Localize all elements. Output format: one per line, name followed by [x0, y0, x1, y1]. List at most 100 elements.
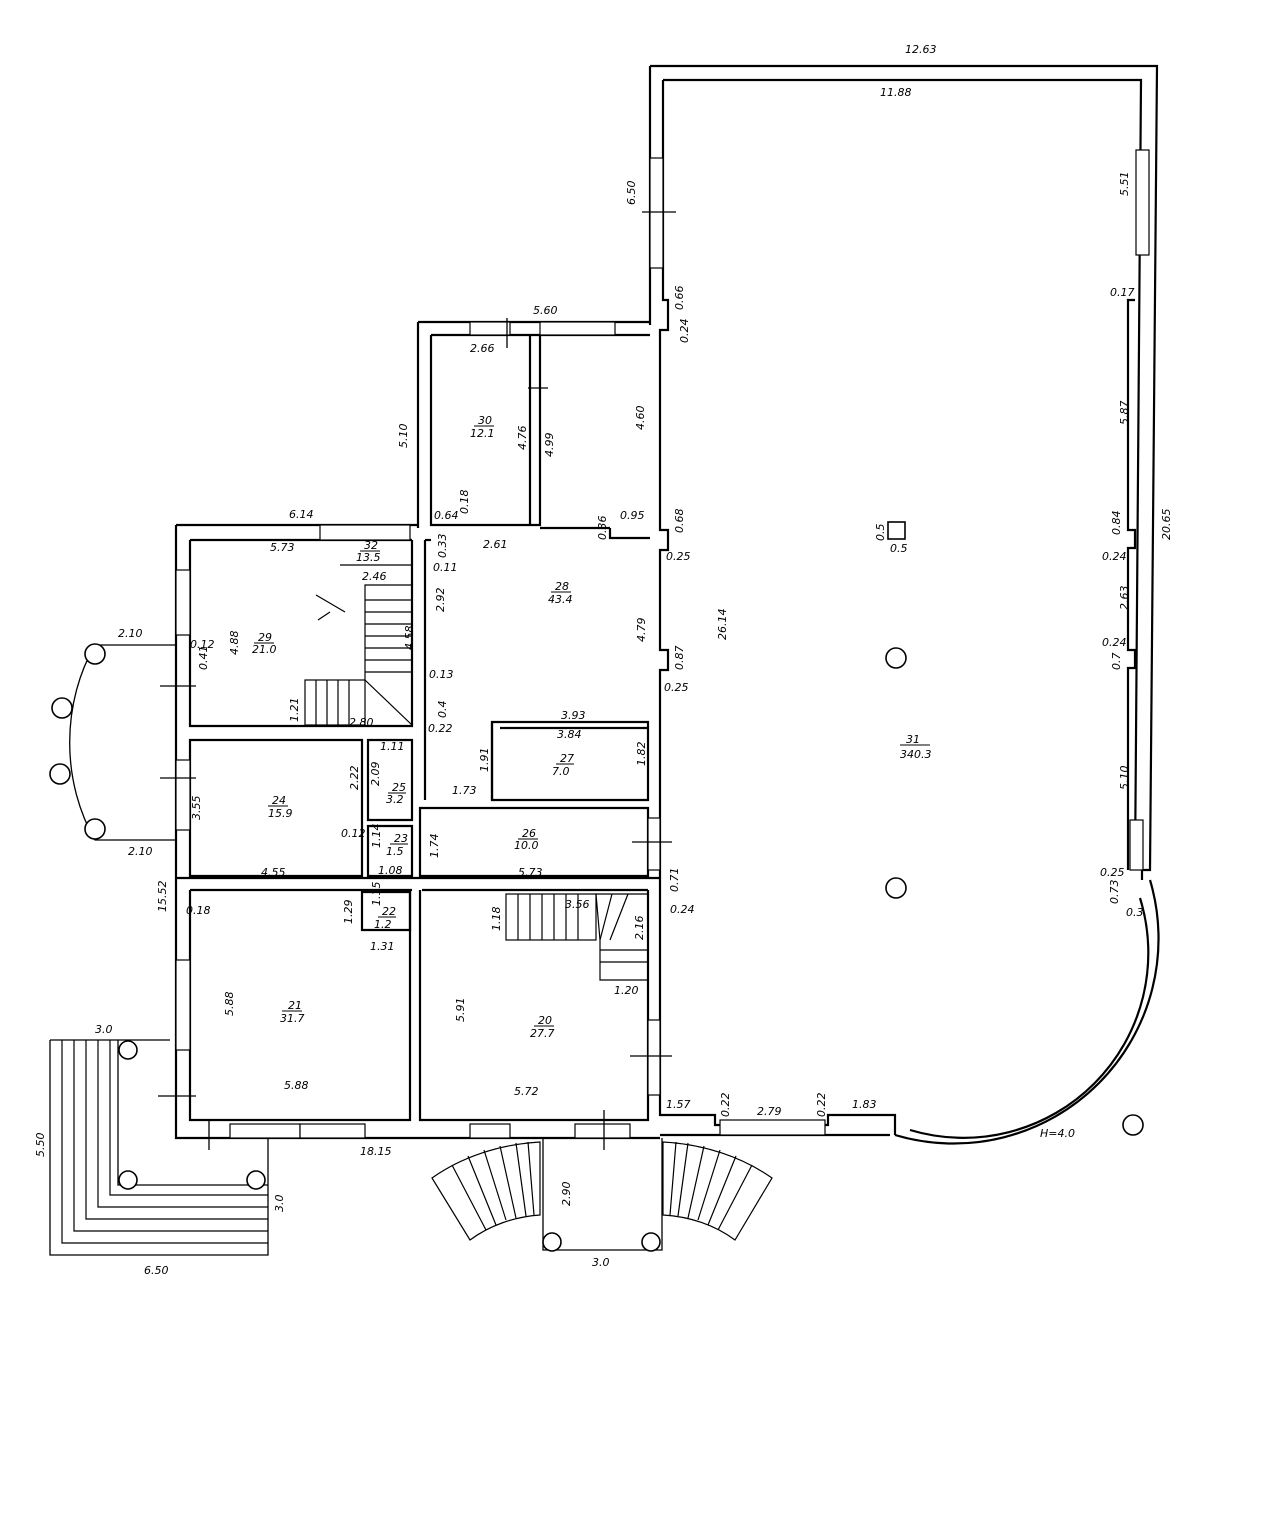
dimension-label: 6.50 [144, 1264, 169, 1277]
room-number: 30 [478, 414, 492, 427]
room-number: 24 [272, 794, 286, 807]
curved-steps-left [431, 1141, 541, 1241]
dimension-label: 3.0 [273, 1195, 286, 1213]
dimension-label: 6.14 [289, 508, 314, 521]
dimension-label: 1.14 [370, 824, 383, 849]
dimension-label: 0.22 [815, 1093, 828, 1118]
dimension-label: 2.80 [349, 716, 374, 729]
dimension-label: 2.16 [633, 916, 646, 941]
dimension-label: 11.88 [880, 86, 912, 99]
room-area: 21.0 [252, 643, 277, 656]
dimension-label: 0.22 [719, 1093, 732, 1118]
room-label-21: 21 31.7 [280, 999, 305, 1025]
hall-inner-wall [663, 78, 1143, 869]
dimension-label: 2.63 [1118, 586, 1131, 611]
bay-terrace-outline [69, 644, 176, 841]
room-label-28: 28 43.4 [548, 580, 573, 606]
dimension-labels: 12.63 11.88 6.50 5.51 0.17 5.60 0.66 0.2… [34, 43, 1173, 1277]
column-icon [246, 1170, 266, 1190]
window [175, 959, 191, 1051]
hall-columns [885, 521, 1144, 1136]
dimension-label: 0.11 [433, 561, 458, 574]
room-area: 1.2 [374, 918, 392, 931]
window [1135, 149, 1150, 256]
window [299, 1123, 366, 1139]
dimension-label: 1.18 [490, 907, 503, 932]
hall-bottom-wall [658, 880, 897, 1135]
dimension-label: 1.15 [370, 882, 383, 907]
stair-treads [315, 680, 350, 725]
dimension-label: 1.74 [428, 834, 441, 859]
dimension-label: 1.20 [614, 984, 639, 997]
dimension-label: 0.17 [1110, 286, 1135, 299]
dimension-label: 1.83 [852, 1098, 877, 1111]
window [649, 157, 664, 269]
dimension-label: 4.58 [403, 626, 416, 651]
left-outer-wall [174, 525, 660, 1140]
room-area: 15.9 [268, 807, 293, 820]
room-number: 20 [538, 1014, 552, 1027]
column-icon [542, 1232, 562, 1252]
dimension-label: 3.56 [565, 898, 590, 911]
room-number: 28 [555, 580, 569, 593]
room-area: 31.7 [280, 1012, 305, 1025]
room-number: 27 [560, 752, 574, 765]
staircase-lower [505, 893, 649, 981]
dimension-label: 5.51 [1118, 172, 1131, 197]
dimension-label: 5.72 [514, 1085, 539, 1098]
hall-bay-inner [909, 897, 1150, 1139]
dimension-label: 2.92 [434, 588, 447, 613]
window [319, 524, 411, 541]
dimension-label: 15.52 [156, 881, 169, 913]
dimension-label: 0.22 [428, 722, 453, 735]
room-number: 26 [522, 827, 536, 840]
dimension-label: 4.99 [543, 433, 556, 458]
dimension-label: 0.64 [434, 509, 459, 522]
hall-left-inner-wall [658, 80, 670, 880]
room-label-23: 23 1.5 [386, 832, 408, 858]
stair-landing [304, 679, 366, 726]
stair-arrow [315, 594, 346, 621]
room-label-29: 29 21.0 [252, 631, 277, 656]
dimension-label: H=4.0 [1040, 1127, 1075, 1140]
window [719, 1119, 826, 1136]
dimension-label: 5.88 [284, 1079, 309, 1092]
room-label-22: 22 1.2 [374, 905, 396, 931]
stair-treads [365, 599, 412, 673]
room-area: 340.3 [900, 748, 932, 761]
dimension-label: 0.73 [1108, 880, 1121, 905]
column-icon [84, 818, 106, 840]
porch-outline [542, 1138, 663, 1251]
dimension-label: 0.66 [673, 286, 686, 311]
dimension-label: 1.82 [635, 742, 648, 767]
dimension-label: 4.88 [228, 631, 241, 656]
dimension-label: 0.4 [436, 701, 449, 719]
room-label-20: 20 27.7 [530, 1014, 555, 1040]
dimension-label: 0.3 [1126, 906, 1144, 919]
room28-niche [608, 528, 650, 540]
room-area: 12.1 [470, 427, 495, 440]
dimension-label: 0.68 [673, 509, 686, 534]
room-labels: 30 12.1 32 13.5 28 43.4 29 21.0 27 7.0 3… [252, 414, 932, 1040]
window [229, 1123, 301, 1139]
dimension-label: 0.84 [1110, 511, 1123, 536]
dimension-label: 2.10 [118, 627, 143, 640]
room-number: 29 [258, 631, 272, 644]
column-icon [49, 763, 71, 785]
column-icon [84, 643, 106, 665]
window [469, 1123, 511, 1139]
dimension-label: 0.13 [429, 668, 454, 681]
dimension-label: 12.63 [905, 43, 937, 56]
dimension-label: 0.5 [874, 524, 887, 542]
dimension-label: 0.5 [890, 542, 908, 555]
dimension-label: 0.25 [666, 550, 691, 563]
dimension-label: 0.33 [436, 534, 449, 559]
dimension-label: 0.25 [1100, 866, 1125, 879]
left-steps [49, 1039, 269, 1256]
column-icon [641, 1232, 661, 1252]
hall-right-inner-pilasters [1126, 298, 1137, 870]
dimension-label: 5.88 [223, 992, 236, 1017]
room-area: 13.5 [356, 551, 381, 564]
dimension-label: 1.31 [370, 940, 395, 953]
room-number: 22 [382, 905, 396, 918]
